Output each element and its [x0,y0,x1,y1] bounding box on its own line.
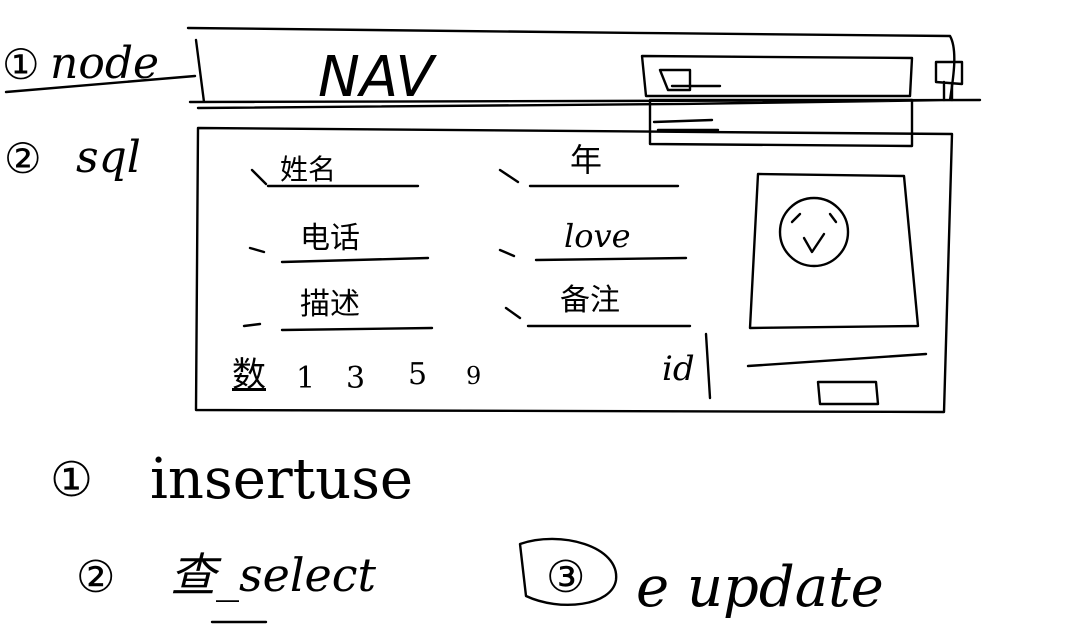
avatar-features [790,212,838,254]
footer-select-label: 查_select [170,548,377,602]
submit-button-shape [746,352,928,406]
field-label-description: 描述 [300,287,360,322]
node-label: node [50,38,160,89]
id-label: id [662,349,695,389]
item1-marker: ① [2,40,40,89]
footer-item3-marker: ③ [546,552,586,603]
footer-insert-label: insertuse [150,447,414,512]
content-box-outline [194,126,954,414]
delete-circle [518,537,618,607]
row-label-0: 数 [232,355,266,395]
dropdown-outline [648,98,914,148]
user-icon-shape [934,60,964,102]
row-label-1: 1 [296,361,316,396]
row-label-3: 5 [408,357,428,392]
item2-marker: ② [4,134,42,183]
field-label-year: 年 [570,141,603,179]
avatar-frame [748,172,920,330]
footer-item1-marker: ① [50,452,94,508]
footer-item2-marker: ② [76,552,116,603]
field-lines [242,168,692,332]
field-label-phone: 电话 [300,221,360,256]
sql-label: sql [76,132,141,183]
field-label-name: 姓名 [280,153,337,186]
avatar-face [778,196,850,268]
id-divider [704,332,712,400]
row-label-4: 9 [466,362,482,390]
row-label-2: 3 [346,361,366,396]
nav-title: NAV [318,45,434,110]
footer-update-label: e update [636,555,884,620]
node-underline [4,74,197,94]
field-label-remark: 备注 [560,283,620,318]
field-label-love: love [564,217,631,255]
search-input-mark [658,68,722,92]
search-box-outline [640,54,914,98]
